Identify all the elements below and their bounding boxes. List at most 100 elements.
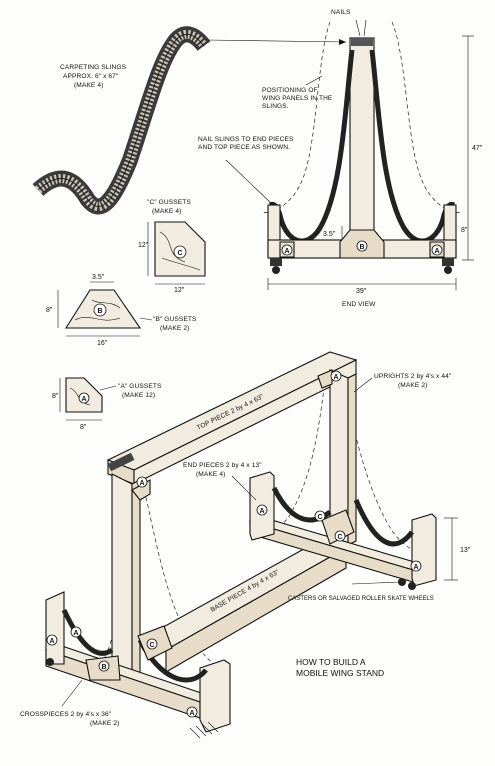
end-pieces-label-line2: (MAKE 4) bbox=[196, 471, 225, 478]
caster-wheel-left bbox=[272, 266, 280, 274]
c-gussets-label-line2: (MAKE 4) bbox=[152, 208, 181, 215]
positioning-label-line1: POSITIONING OF bbox=[262, 87, 318, 94]
uprights-label-line2: (MAKE 2) bbox=[398, 382, 427, 389]
ground-hatch bbox=[189, 721, 219, 739]
iso-marker-a-2 bbox=[330, 370, 342, 382]
marker-c-gusset bbox=[173, 245, 187, 259]
iso-gusset-a-top-rear bbox=[317, 369, 333, 389]
caster-right bbox=[442, 258, 454, 266]
c-gusset-drawing: C bbox=[147, 221, 206, 285]
iso-marker-a-3-text: A bbox=[259, 508, 264, 515]
dim-47: 47" bbox=[472, 145, 483, 152]
front-end-piece-right bbox=[199, 659, 231, 733]
iso-caster-1 bbox=[398, 578, 406, 586]
positioning-label-line2: WING PANELS IN THE bbox=[262, 95, 333, 102]
nails-pointer-2 bbox=[363, 19, 367, 37]
iso-caster-3 bbox=[46, 658, 54, 666]
a-dim-side: 8" bbox=[52, 393, 59, 400]
iso-marker-a-1-text: A bbox=[139, 480, 144, 487]
rear-sling-right bbox=[353, 499, 415, 547]
iso-marker-a-7-text: A bbox=[413, 564, 418, 571]
b-gusset-grain bbox=[74, 299, 121, 321]
nail-slings-label-line1: NAIL SLINGS TO END PIECES bbox=[198, 136, 294, 143]
dim-35-end: 3.5" bbox=[323, 231, 336, 238]
iso-marker-a-3 bbox=[256, 504, 268, 516]
b-gussets-label-line1: "B" GUSSETS bbox=[153, 316, 197, 323]
uprights-label-line1: UPRIGHTS 2 by 4's x 44" bbox=[374, 373, 452, 380]
c-dim-side: 12" bbox=[138, 242, 149, 249]
marker-a-end-right bbox=[431, 244, 443, 256]
isometric-stand-drawing: A A A C C A A B C A A bbox=[44, 351, 458, 739]
iso-marker-a-6 bbox=[186, 706, 198, 718]
b-gusset-drawing: B bbox=[57, 281, 153, 337]
iso-marker-c-3-text: C bbox=[149, 642, 154, 649]
b-gusset-pointer bbox=[139, 317, 153, 321]
crosspieces-pointer bbox=[61, 679, 83, 707]
carpet-sling-illustration bbox=[32, 26, 211, 215]
iso-marker-a-6-text: A bbox=[189, 710, 194, 717]
nail-slings-label-line2: AND TOP PIECE AS SHOWN. bbox=[198, 144, 290, 151]
nails-pointer bbox=[355, 19, 361, 37]
marker-a-end-right-text: A bbox=[434, 248, 439, 255]
c-gussets-label-line1: "C" GUSSETS bbox=[147, 199, 191, 206]
top-piece-nailed-end bbox=[107, 452, 135, 472]
iso-marker-a-4-text: A bbox=[73, 630, 78, 637]
crosspieces-label-line2: (MAKE 2) bbox=[90, 720, 119, 727]
carpet-label-line3: (MAKE 4) bbox=[74, 82, 103, 89]
dim-8-end: 8" bbox=[461, 227, 468, 234]
center-upright bbox=[349, 37, 375, 255]
positioning-pointer bbox=[305, 75, 323, 86]
iso-marker-c-2-text: C bbox=[337, 534, 342, 541]
front-sling-left bbox=[61, 608, 114, 656]
marker-b-gusset bbox=[93, 303, 107, 317]
iso-marker-a-4 bbox=[70, 626, 82, 638]
marker-a-end-left-text: A bbox=[284, 248, 289, 255]
nail-slings-pointer bbox=[225, 159, 273, 205]
front-upright-face bbox=[131, 479, 141, 691]
iso-gusset-c-rear bbox=[321, 509, 355, 545]
nails-label: NAILS bbox=[331, 9, 351, 16]
marker-b-end bbox=[356, 240, 368, 252]
crosspieces-label-line1: CROSSPIECES 2 by 4's x 36" bbox=[20, 711, 112, 718]
dim-39: 39" bbox=[356, 288, 367, 295]
carpet-label-line1: CARPETING SLINGS bbox=[60, 64, 127, 71]
uprights-pointer bbox=[353, 377, 373, 393]
sling-right bbox=[369, 49, 456, 244]
a-gussets-label-line2: (MAKE 12) bbox=[122, 392, 155, 399]
wing-outline-left bbox=[261, 21, 331, 213]
a-gusset-pointer bbox=[99, 385, 117, 391]
carpet-label-line2: APPROX. 6" x 67" bbox=[63, 73, 119, 80]
a-gusset-grain bbox=[69, 387, 91, 406]
wing-outline-right bbox=[391, 21, 463, 213]
casters-label: CASTERS OR SALVAGED ROLLER SKATE WHEELS bbox=[288, 596, 434, 602]
positioning-label-line3: SLINGS. bbox=[262, 103, 289, 110]
a-gussets-label-line1: "A" GUSSETS bbox=[118, 383, 162, 390]
c-gusset-grain bbox=[159, 231, 201, 271]
c-dim-bottom: 12" bbox=[174, 287, 185, 294]
b-gussets-label-line2: (MAKE 2) bbox=[160, 325, 189, 332]
casters-pointer bbox=[351, 581, 401, 585]
end-view-drawing: A A B bbox=[225, 19, 474, 290]
iso-marker-b-1 bbox=[98, 660, 110, 672]
iso-marker-a-1 bbox=[136, 476, 148, 488]
marker-a-gusset-text: A bbox=[81, 396, 86, 403]
dim-13: 13" bbox=[460, 547, 471, 554]
iso-marker-a-7 bbox=[410, 560, 422, 572]
caster-left bbox=[270, 258, 282, 266]
end-pieces-label-line1: END PIECES 2 by 4 x 13" bbox=[183, 462, 262, 469]
iso-marker-a-2-text: A bbox=[333, 374, 338, 381]
iso-marker-c-2 bbox=[334, 530, 346, 542]
rear-end-piece-right bbox=[411, 513, 437, 587]
iso-marker-c-1-text: C bbox=[317, 514, 322, 521]
end-pieces-pointer bbox=[231, 475, 257, 501]
caster-wheel-right bbox=[444, 266, 452, 274]
b-dim-35: 3.5" bbox=[92, 274, 105, 281]
iso-marker-c-1 bbox=[314, 510, 326, 522]
iso-marker-a-5 bbox=[46, 634, 58, 646]
sling-arrowhead bbox=[339, 39, 346, 45]
b-dim-16: 16" bbox=[97, 340, 108, 347]
a-gusset-drawing: A bbox=[59, 377, 117, 421]
marker-c-gusset-text: C bbox=[177, 250, 182, 257]
marker-a-end-left bbox=[281, 244, 293, 256]
